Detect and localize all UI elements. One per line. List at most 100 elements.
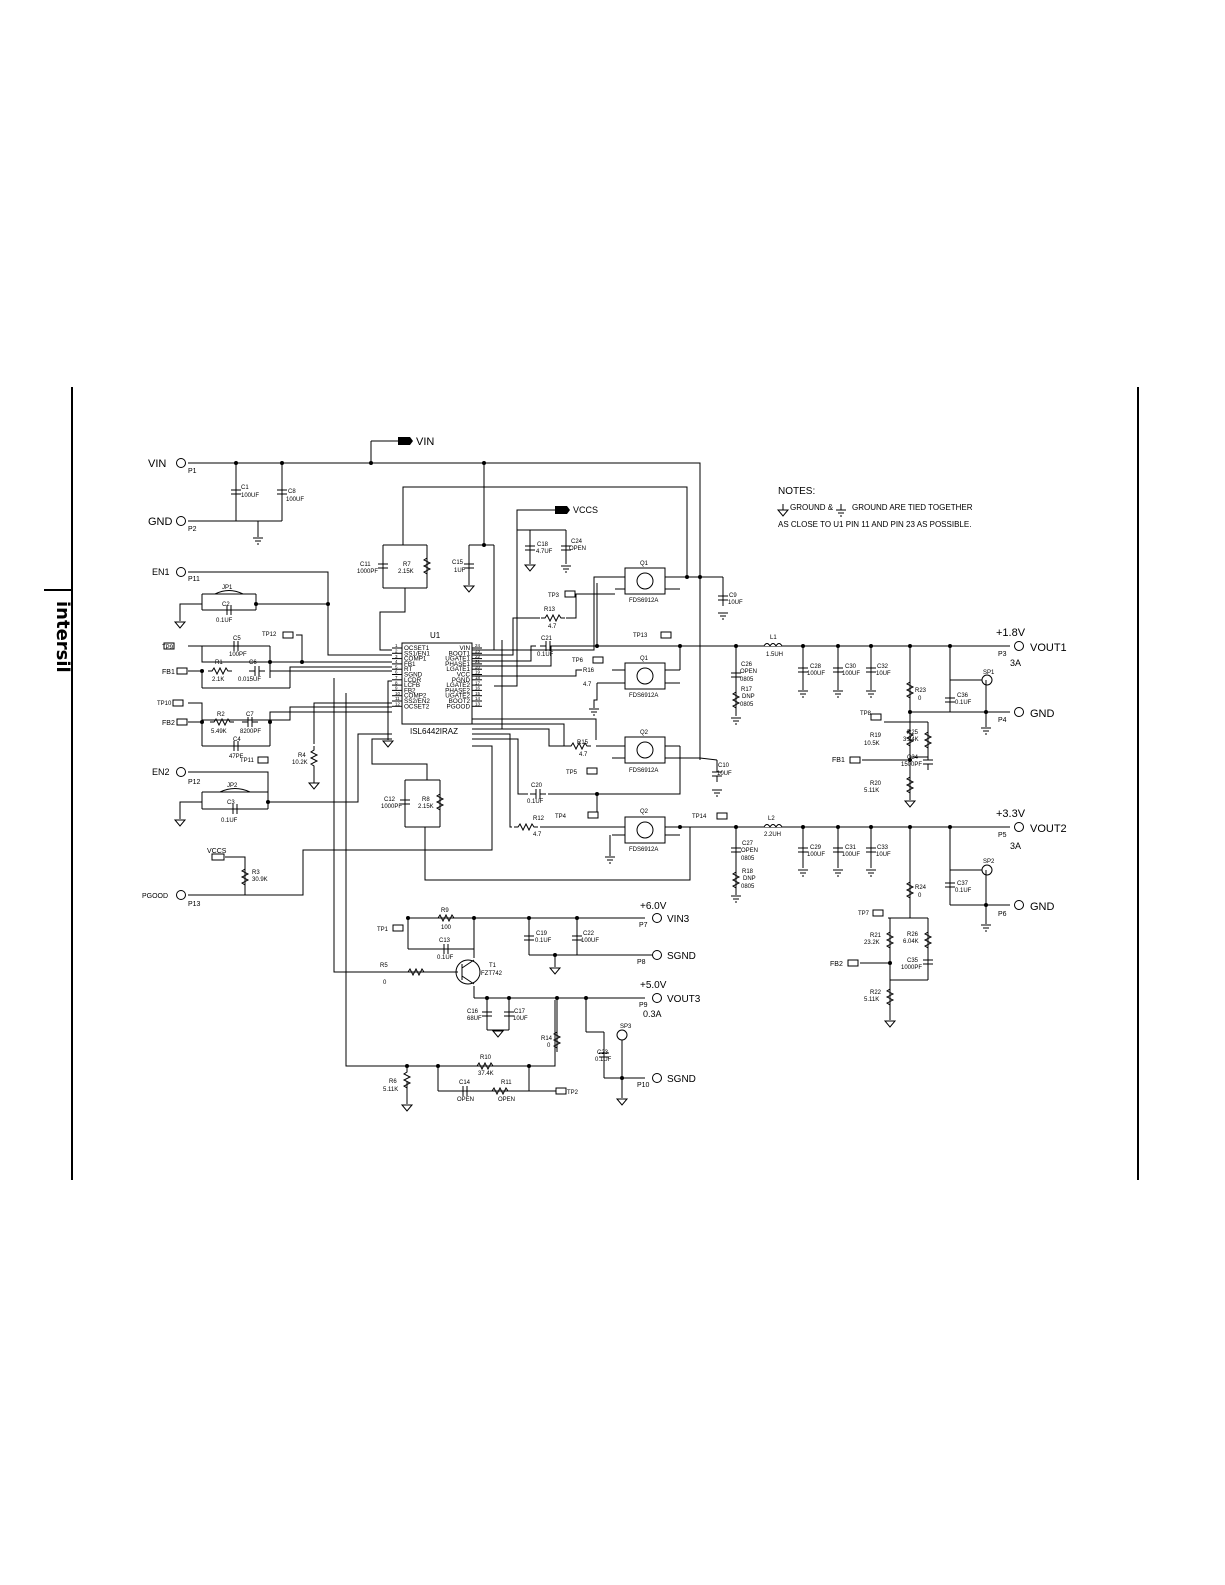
c3-value: 0.1UF — [221, 818, 238, 824]
sgnd2-name: SGND — [667, 1074, 696, 1085]
vin3-name: VIN3 — [667, 914, 690, 925]
ic-pin-name: PGND — [452, 677, 471, 684]
ic-pin-name: VCC — [457, 672, 471, 679]
c6-ref: C6 — [249, 660, 257, 666]
c2-value: 0.1UF — [216, 618, 233, 624]
ic-pin-number: 2 — [395, 649, 398, 654]
q1a-part: FDS6912A — [629, 598, 658, 604]
ic-pin-number: 13 — [475, 702, 481, 707]
c12-ref: C12 — [384, 797, 396, 803]
ic-pin-number: 14 — [475, 696, 481, 701]
l1-ref: L1 — [770, 635, 777, 641]
c16-ref: C16 — [467, 1009, 479, 1015]
vin3-voltage: +6.0V — [640, 901, 667, 912]
ic-pin-name: OCSET2 — [404, 703, 430, 710]
c31-ref: C31 — [845, 845, 857, 851]
r13-value: 4.7 — [548, 624, 557, 630]
ic-pin-name: SGND — [404, 672, 423, 679]
ic-pin-number: 1 — [395, 643, 398, 648]
gnd-port-ref: P2 — [188, 526, 197, 533]
c1-ref: C1 — [241, 485, 249, 491]
c29-ref: C29 — [810, 845, 822, 851]
r17-ref: R17 — [741, 687, 753, 693]
sp3-probe — [616, 1029, 628, 1041]
c28-value: 100UF — [807, 671, 825, 677]
r23-ref: R23 — [915, 688, 927, 694]
ic-pin-number: 15 — [475, 691, 481, 696]
c9-value: 10UF — [728, 600, 743, 606]
c20-ref: C20 — [531, 783, 543, 789]
c23-ref: C23 — [597, 1050, 609, 1056]
c5-value: 100PF — [229, 652, 247, 658]
c12-value: 1000PF — [381, 804, 402, 810]
tp2-label: TP2 — [567, 1090, 579, 1096]
vccs-arrow2-label: VCCS — [207, 848, 227, 855]
vin-rail — [188, 440, 701, 580]
r1-value: 2.1K — [212, 677, 224, 683]
notes-title: NOTES: — [778, 486, 815, 497]
c11-r7-network — [379, 486, 688, 651]
r14-value: 0 — [547, 1043, 551, 1049]
r22-value: 5.11K — [864, 997, 879, 1003]
r18-extra: 0805 — [741, 884, 755, 890]
r9-value: 100 — [441, 925, 452, 931]
c16-value: 68UF — [467, 1016, 482, 1022]
c17-value: 10UF — [513, 1016, 528, 1022]
ic-pin-name: PGOOD — [447, 703, 471, 710]
q2a-part: FDS6912A — [629, 768, 658, 774]
r26-value: 6.04K — [903, 939, 919, 945]
ic-pin-number: 17 — [475, 680, 481, 685]
en2-label: EN2 — [152, 767, 170, 777]
tp13-label: TP13 — [633, 633, 648, 639]
ldo-network — [333, 678, 653, 1104]
fb1-in-label: FB1 — [162, 669, 175, 676]
tp5-label: TP5 — [566, 770, 578, 776]
ic-pin-number: 16 — [475, 686, 481, 691]
r11-ref: R11 — [501, 1080, 512, 1086]
c9-ref: C9 — [729, 593, 737, 599]
c19-value: 0.1UF — [535, 938, 552, 944]
c18-value: 4.7UF — [536, 549, 553, 555]
channel1-wiring — [472, 576, 1010, 760]
c15-value: 1UF — [454, 568, 466, 574]
ic-pin-name: LCFB — [404, 682, 420, 689]
tp4-label: TP4 — [555, 814, 567, 820]
q2-lower: Q2 FDS6912A — [612, 809, 680, 853]
r5-ref: R5 — [380, 963, 388, 969]
en1-ref: P11 — [188, 576, 200, 583]
vout1-ref: P3 — [998, 651, 1007, 658]
r5-value: 0 — [383, 980, 387, 986]
sp3-label: SP3 — [620, 1024, 632, 1030]
r4-value: 10.2K — [292, 760, 308, 766]
q2a-ref: Q2 — [640, 730, 649, 736]
r19-value: 10.5K — [864, 741, 880, 747]
ic-pin-name: UGATE1 — [445, 656, 470, 663]
r9-ref: R9 — [441, 908, 449, 914]
vout1-voltage: +1.8V — [996, 627, 1026, 639]
c5-ref: C5 — [233, 636, 241, 642]
c32-ref: C32 — [877, 664, 889, 670]
tp11-label: TP11 — [240, 758, 255, 764]
tp3-label: TP3 — [548, 593, 560, 599]
c30-value: 100UF — [842, 671, 860, 677]
r23-value: 0 — [918, 696, 922, 702]
notes-line1b: GROUND ARE TIED TOGETHER — [852, 503, 973, 512]
c35-ref: C35 — [907, 958, 919, 964]
vin-arrow — [398, 437, 413, 445]
tp1-label: TP1 — [377, 927, 389, 933]
vout3-voltage: +5.0V — [640, 980, 667, 991]
c10-ref: C10 — [718, 763, 730, 769]
c7-value: 8200PF — [240, 729, 261, 735]
c8-value: 100UF — [286, 497, 304, 503]
r20-value: 5.11K — [864, 788, 879, 794]
ic-pin-name: SS1/EN1 — [404, 650, 430, 657]
q1a-ref: Q1 — [640, 561, 649, 567]
ic-pin-name: LGATE1 — [446, 666, 470, 673]
gnd1-ref: P4 — [998, 717, 1007, 724]
l2-value: 2.2UH — [764, 832, 781, 838]
r25-value: 3.24K — [903, 737, 919, 743]
fb2-out-label: FB2 — [830, 961, 843, 968]
c33-ref: C33 — [877, 845, 889, 851]
ic-pin-name: PHASE2 — [445, 687, 470, 694]
